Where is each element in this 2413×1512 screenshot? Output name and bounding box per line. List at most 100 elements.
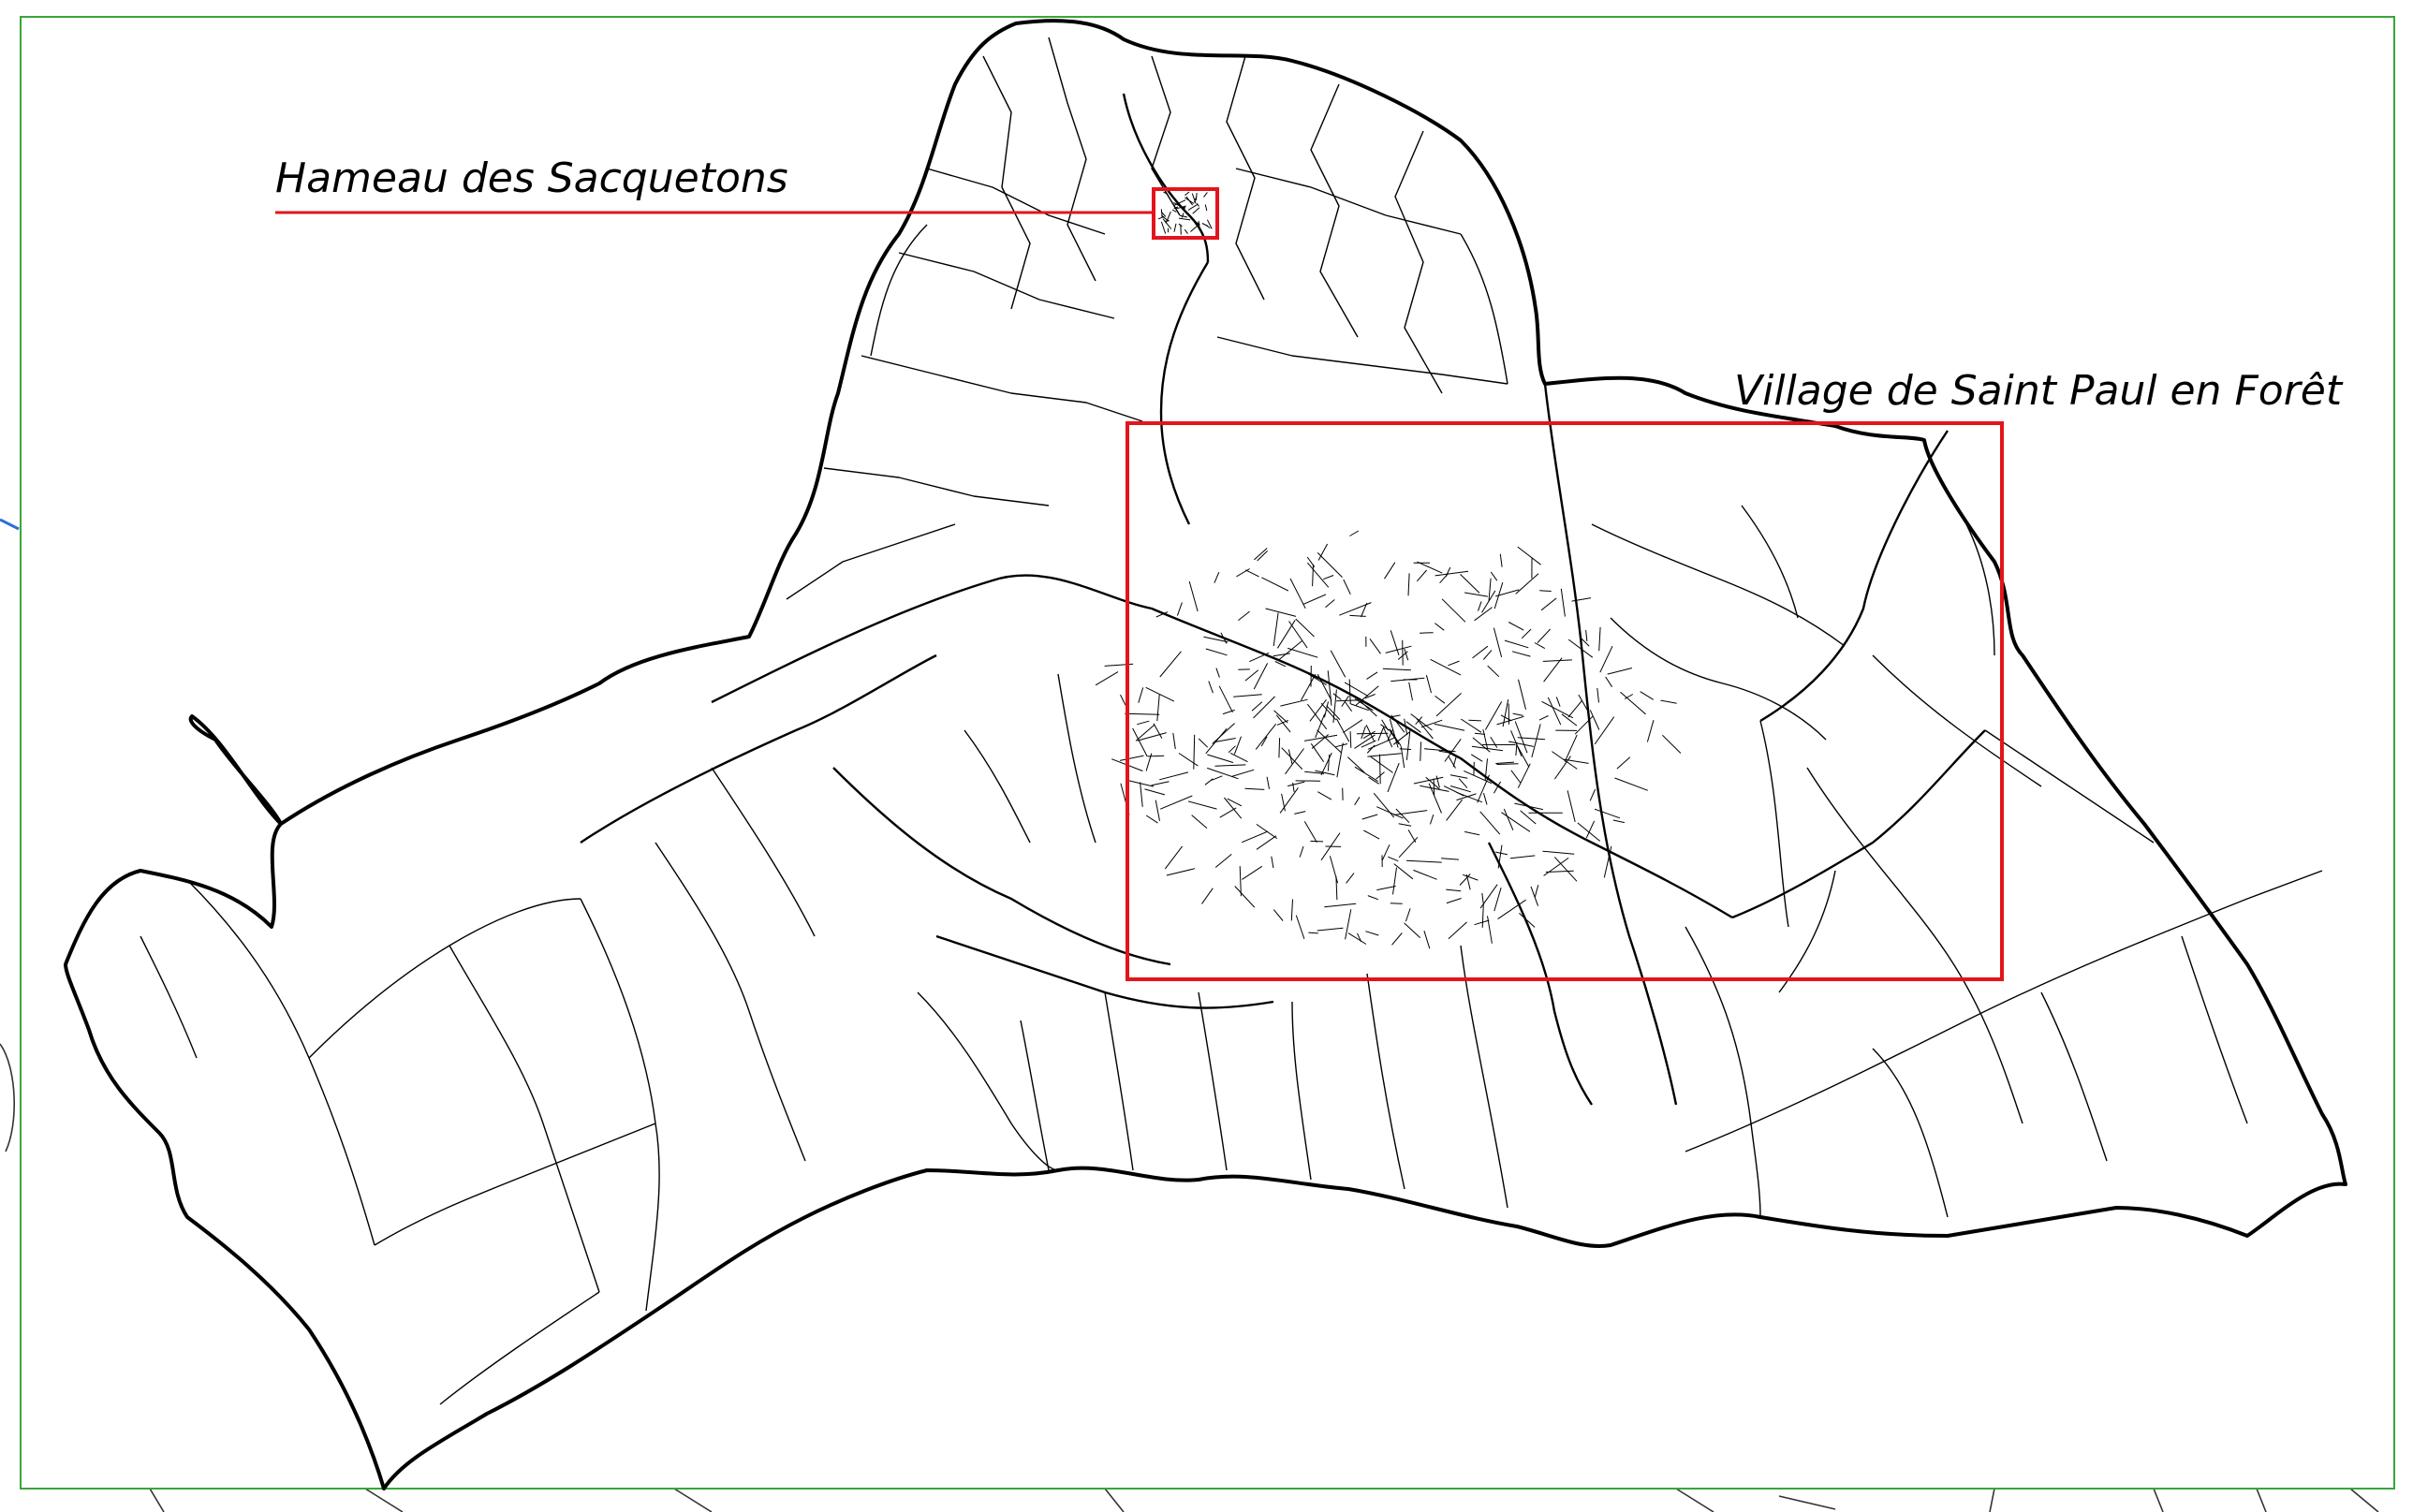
hamlet-parcel-line (1181, 213, 1184, 218)
village-parcel-line (1361, 814, 1378, 820)
hamlet-parcel-line (1157, 215, 1165, 220)
village-parcel-line (1481, 590, 1496, 613)
village-parcel-line (1336, 742, 1344, 778)
village-parcel-line (1405, 721, 1421, 733)
main-road-west (711, 574, 1462, 760)
village-parcel-line (1461, 718, 1482, 733)
village-parcel-line (1404, 718, 1408, 736)
village-parcel-line (1484, 758, 1488, 782)
village-parcel-line (1344, 701, 1353, 712)
village-parcel-line (1389, 718, 1399, 748)
hamlet-parcel-line (1192, 207, 1200, 214)
village-parcel-line (1125, 712, 1160, 715)
village-parcel-line (1212, 723, 1235, 744)
village-parcel-line (1220, 632, 1228, 644)
village-parcel-line (1493, 781, 1502, 794)
village-parcel-line (1303, 821, 1317, 844)
village-parcel-line (1294, 811, 1306, 815)
village-parcel-line (1495, 761, 1515, 764)
village-parcel-line (1317, 729, 1342, 754)
village-parcel-line (1377, 727, 1385, 741)
village-parcel-line (1228, 745, 1236, 754)
village-parcel-line (1540, 597, 1557, 611)
hamlet-parcel-line (1173, 199, 1186, 207)
village-parcel-line (1095, 671, 1119, 686)
village-parcel-line (1203, 636, 1229, 643)
village-parcel-line (1463, 873, 1479, 881)
village-parcel-line (1327, 754, 1331, 771)
village-parcel-line (1660, 699, 1677, 704)
village-parcel-line (1324, 903, 1357, 908)
village-parcel-line (1332, 693, 1342, 700)
village-parcel-line (1135, 724, 1155, 741)
village-parcel-line (1231, 769, 1255, 777)
village-parcel-line (1571, 597, 1592, 602)
village-parcel-line (1234, 886, 1256, 908)
village-parcel-line (1430, 658, 1462, 676)
village-parcel-line (1390, 714, 1401, 718)
village-parcel-line (1448, 921, 1467, 940)
village-parcel-line (1285, 748, 1304, 775)
village-parcel-line (1598, 626, 1601, 652)
village-parcel-line (1260, 736, 1268, 747)
village-parcel-line (1205, 727, 1228, 755)
village-parcel-line (1137, 720, 1150, 726)
village-parcel-line (1307, 562, 1330, 588)
village-parcel-line (1560, 588, 1566, 617)
village-parcel-line (1416, 569, 1427, 582)
village-parcel-line (1367, 753, 1402, 757)
village-parcel-line (1603, 845, 1612, 878)
village-parcel-line (1244, 787, 1265, 790)
village-label: Village de Saint Paul en Forêt (1734, 367, 2344, 415)
village-parcel-line (1257, 550, 1268, 562)
village-parcel-line (1178, 753, 1199, 767)
village-parcel-line (1465, 873, 1471, 890)
village-parcel-line (1276, 620, 1296, 649)
village-parcel-line (1201, 888, 1214, 904)
village-parcel-line (1271, 856, 1274, 869)
village-parcel-line (1236, 568, 1250, 578)
map-frame (20, 16, 2395, 1490)
village-parcel-line (1552, 751, 1578, 770)
village-parcel-line (1487, 665, 1500, 678)
village-parcel-line (1391, 932, 1403, 946)
village-parcel-line (1308, 932, 1318, 934)
village-parcel-line (1482, 729, 1489, 750)
village-parcel-line (1364, 694, 1376, 699)
village-parcel-line (1368, 776, 1379, 785)
village-parcel-line (1137, 732, 1167, 741)
village-parcel-line (1188, 580, 1199, 612)
village-parcel-line (1290, 899, 1293, 921)
village-parcel-line (1448, 660, 1460, 667)
village-parcel-line (1504, 639, 1529, 649)
village-parcel-line (1304, 734, 1338, 741)
village-parcel-line (1435, 570, 1469, 577)
village-parcel-line (1379, 754, 1381, 785)
village-parcel-line (1287, 781, 1305, 787)
village-parcel-line (1405, 729, 1411, 760)
hamlet-parcel-line (1194, 220, 1200, 226)
village-parcel-line (1515, 573, 1539, 595)
village-parcel-line (1428, 783, 1442, 814)
village-parcel-line (1251, 701, 1263, 712)
village-parcel-line (1273, 909, 1284, 921)
village-parcel-line (1205, 648, 1228, 656)
village-parcel-line (1336, 699, 1364, 702)
village-parcel-line (1153, 723, 1163, 739)
village-parcel-line (1207, 767, 1239, 780)
village-parcel-line (1307, 703, 1328, 730)
village-parcel-line (1496, 763, 1519, 765)
hamlet-parcel-line (1184, 191, 1190, 196)
village-parcel-line (1585, 820, 1596, 839)
village-parcel-line (1214, 572, 1220, 583)
village-parcel-line (1520, 810, 1537, 825)
village-parcel-line (1448, 756, 1456, 769)
village-parcel-line (1594, 808, 1621, 819)
village-parcel-line (1516, 745, 1530, 768)
village-parcel-line (1227, 798, 1243, 807)
village-parcel-line (1519, 913, 1536, 928)
village-parcel-line (1541, 700, 1574, 719)
village-parcel-line (1365, 725, 1375, 741)
village-parcel-line (1413, 869, 1437, 880)
village-parcel-line (1329, 856, 1339, 884)
